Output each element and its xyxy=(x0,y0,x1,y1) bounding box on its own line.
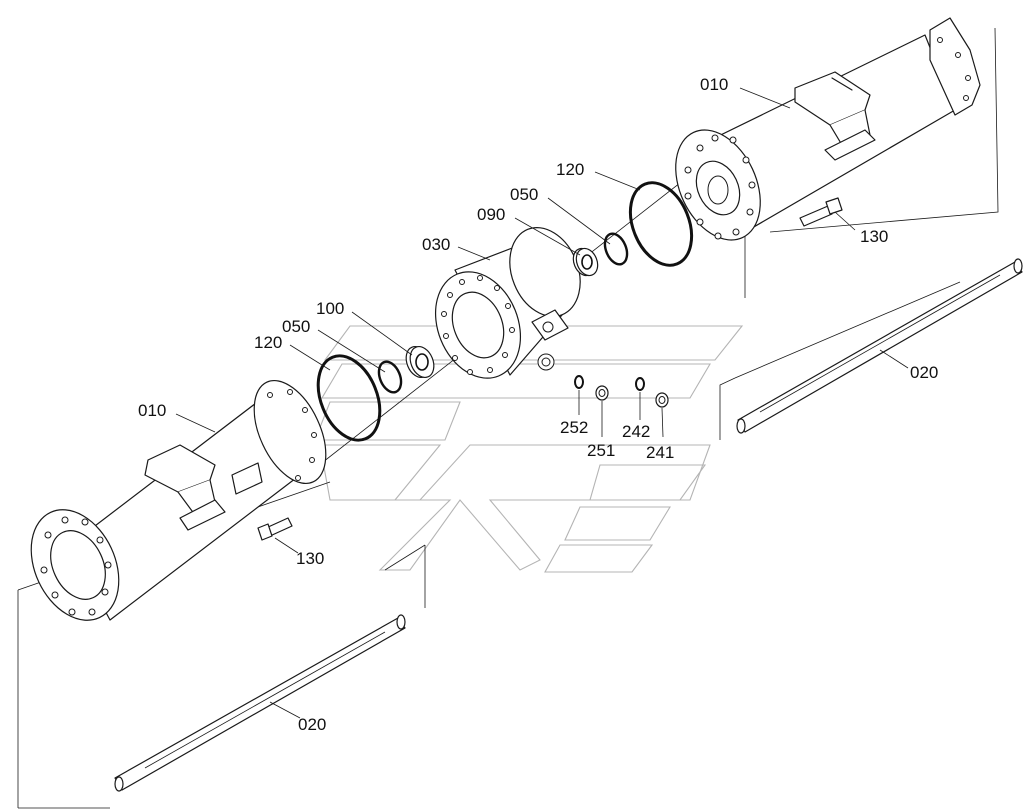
callout-lower-shaft: 020 xyxy=(298,715,326,734)
upper-housing-flange-holes xyxy=(684,37,971,240)
lower-oring-120 xyxy=(316,354,382,442)
center-housing-bolt-holes xyxy=(441,275,515,375)
upper-axle-housing xyxy=(675,17,981,241)
callout-lower-bolt: 130 xyxy=(296,549,324,568)
plug-251 xyxy=(595,385,609,401)
washer-252 xyxy=(574,375,584,389)
callout-plug-251: 251 xyxy=(587,441,615,460)
callout-lower-housing: 010 xyxy=(138,401,166,420)
upper-bolt-130 xyxy=(799,197,843,227)
lower-bolt-130 xyxy=(257,517,293,541)
upper-shaft-020 xyxy=(736,258,1023,434)
callout-upper-seal: 050 xyxy=(510,185,538,204)
callout-upper-shaft: 020 xyxy=(910,363,938,382)
callout-lower-bearing: 100 xyxy=(316,299,344,318)
bearing-100 xyxy=(405,346,435,378)
washer-242 xyxy=(635,377,645,391)
watermark-logo xyxy=(314,325,744,573)
callout-labels: 010 010 020 020 030 050 050 090 100 120 … xyxy=(138,75,938,734)
callout-upper-oring: 120 xyxy=(556,160,584,179)
callout-washer-252: 252 xyxy=(560,418,588,437)
plug-241 xyxy=(655,392,669,408)
callout-upper-housing: 010 xyxy=(700,75,728,94)
bearing-090 xyxy=(572,247,599,277)
callout-bearing-ring: 090 xyxy=(477,205,505,224)
lower-axle-housing xyxy=(30,379,327,621)
callout-center-housing: 030 xyxy=(422,235,450,254)
lower-shaft-020 xyxy=(114,614,406,792)
upper-seal-050 xyxy=(603,232,629,266)
callout-lower-oring: 120 xyxy=(254,333,282,352)
lower-housing-flange-holes xyxy=(40,389,317,616)
upper-oring-120 xyxy=(628,181,694,267)
callout-plug-241: 241 xyxy=(646,443,674,462)
callout-lower-seal: 050 xyxy=(282,317,310,336)
lower-seal-050 xyxy=(377,360,403,394)
callout-leader-lines xyxy=(175,87,909,719)
callout-upper-bolt: 130 xyxy=(860,227,888,246)
callout-washer-242: 242 xyxy=(622,422,650,441)
center-housing xyxy=(434,226,581,379)
